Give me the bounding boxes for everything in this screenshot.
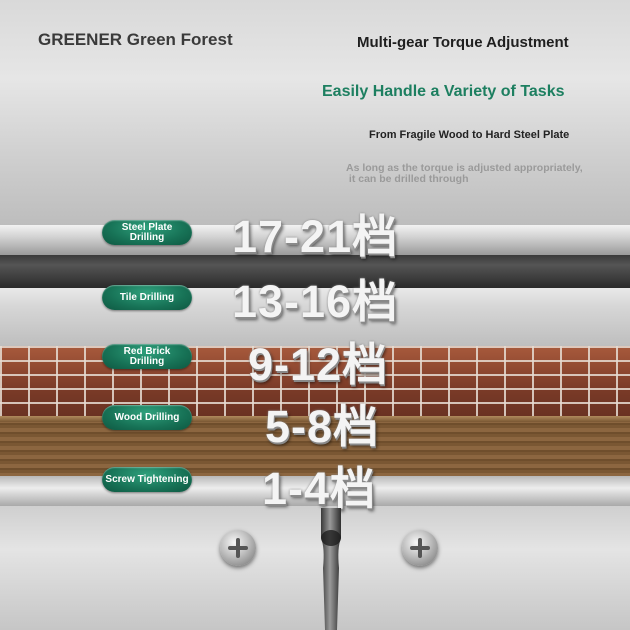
screw-icon	[220, 530, 256, 566]
level-label-line2: Drilling	[129, 355, 165, 367]
level-badge-red-brick: Red Brick Drilling	[102, 344, 192, 369]
level-label-line1: Wood Drilling	[114, 411, 180, 423]
background-top	[0, 0, 630, 225]
slogan: Easily Handle a Variety of Tasks	[322, 83, 565, 100]
level-label-line1: Tile Drilling	[119, 291, 175, 303]
gear-range-wood: 5-8档	[265, 401, 380, 452]
gear-range-steel-plate: 17-21档	[232, 211, 399, 262]
background-bottom	[0, 506, 630, 630]
level-badge-screw: Screw Tightening	[102, 467, 192, 492]
dark-metal-layer	[0, 255, 630, 288]
level-badge-wood: Wood Drilling	[102, 405, 192, 430]
note-line-2: it can be drilled through	[346, 173, 469, 185]
level-label-line1: Steel Plate	[121, 221, 173, 233]
page-title: Multi-gear Torque Adjustment	[357, 34, 569, 51]
level-label-line2: Drilling	[129, 231, 165, 243]
level-label-line1: Red Brick	[123, 345, 171, 357]
note-line-1: As long as the torque is adjusted approp…	[346, 162, 583, 174]
gear-range-tile: 13-16档	[232, 276, 399, 327]
red-brick-layer	[0, 346, 630, 416]
level-badge-steel-plate: Steel Plate Drilling	[102, 220, 192, 245]
note-text: As long as the torque is adjusted approp…	[346, 163, 626, 185]
wood-edge	[0, 416, 630, 422]
subtitle: From Fragile Wood to Hard Steel Plate	[369, 129, 570, 141]
level-badge-tile: Tile Drilling	[102, 285, 192, 310]
brand-name: GREENER Green Forest	[38, 30, 233, 49]
drill-bit-icon	[321, 508, 341, 630]
gear-range-screw: 1-4档	[262, 463, 377, 514]
screw-icon	[402, 530, 438, 566]
gear-range-red-brick: 9-12档	[248, 339, 389, 390]
level-label-line1: Screw Tightening	[105, 473, 189, 485]
